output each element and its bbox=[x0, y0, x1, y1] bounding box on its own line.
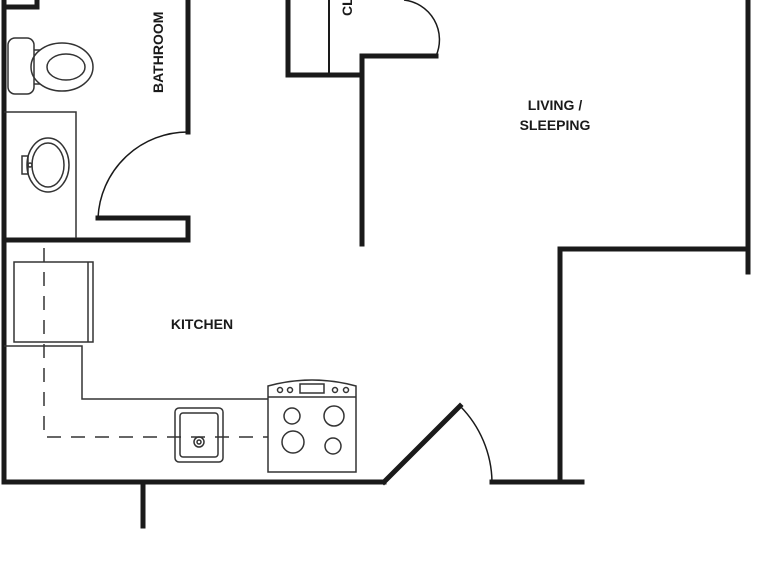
kitchen-fixtures bbox=[4, 248, 357, 473]
room-label-living-line1: LIVING / bbox=[528, 97, 583, 113]
stove-knob-1 bbox=[276, 386, 284, 394]
upper-cabinet-dashed bbox=[43, 248, 268, 438]
kitchen-sink-inner bbox=[179, 412, 219, 458]
stove-burner-top-left bbox=[283, 407, 301, 425]
bathroom-door-swing bbox=[97, 131, 189, 219]
bathroom-fixtures bbox=[4, 37, 94, 238]
stove-knob-3 bbox=[331, 386, 339, 394]
toilet-tank bbox=[7, 37, 35, 95]
room-label-closet: CL bbox=[339, 0, 355, 16]
kitchen-sink-outer bbox=[174, 407, 224, 463]
room-label-living-line2: SLEEPING bbox=[520, 117, 591, 133]
kitchen-sink-drain bbox=[193, 436, 205, 448]
stove-burner-bottom-right bbox=[324, 437, 342, 455]
bathroom-drain bbox=[27, 162, 33, 168]
kitchen-counter bbox=[4, 345, 268, 400]
vanity-counter bbox=[4, 111, 77, 238]
toilet-bowl bbox=[30, 42, 94, 92]
room-label-kitchen: KITCHEN bbox=[171, 316, 233, 332]
refrigerator bbox=[13, 261, 94, 343]
stove-display bbox=[299, 383, 325, 394]
wall-entry-angled bbox=[380, 402, 464, 486]
entry-door-swing bbox=[459, 405, 493, 483]
stove-knob-4 bbox=[342, 386, 350, 394]
bathroom-sink-inner bbox=[31, 142, 65, 188]
doors bbox=[97, 0, 493, 483]
walls bbox=[1, 0, 751, 529]
stove-body bbox=[267, 379, 357, 473]
kitchen-sink-drain-inner bbox=[196, 439, 202, 445]
bathroom-sink-outer bbox=[26, 137, 70, 193]
toilet-seat bbox=[46, 53, 86, 81]
room-label-bathroom: BATHROOM bbox=[150, 12, 166, 93]
stove-burner-top-right bbox=[323, 405, 345, 427]
stove-burner-bottom-left bbox=[281, 430, 305, 454]
stove-knob-2 bbox=[286, 386, 294, 394]
closet-door-swing bbox=[403, 0, 441, 57]
